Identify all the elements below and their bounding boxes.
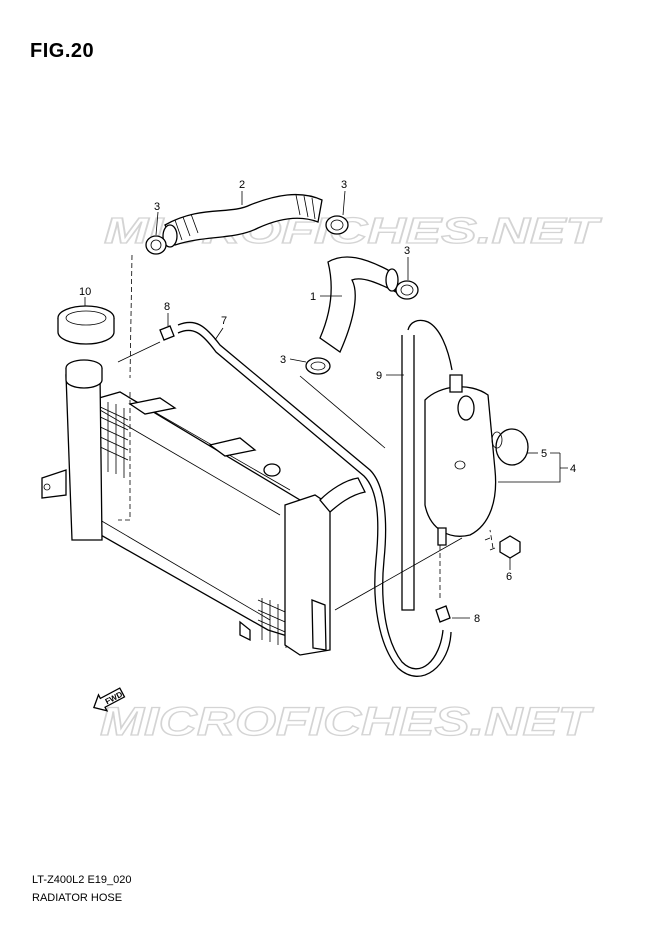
callout-8-b: 8 — [474, 613, 480, 625]
callout-2: 2 — [239, 179, 245, 191]
clip-8-b — [435, 605, 451, 623]
callout-9: 9 — [376, 370, 382, 382]
callout-3-c: 3 — [404, 245, 410, 257]
clamp-3-a — [145, 235, 167, 255]
hose-2 — [162, 193, 323, 248]
reservoir-cap — [457, 395, 529, 466]
hose-1 — [319, 256, 399, 353]
clip-8-a — [159, 325, 175, 341]
callout-8-a: 8 — [164, 301, 170, 313]
clamp-3-d — [305, 357, 331, 375]
hose-7 — [177, 321, 444, 670]
hose-9 — [407, 319, 453, 371]
callout-4: 4 — [570, 463, 576, 475]
callout-3-a: 3 — [341, 179, 347, 191]
callout-7: 7 — [221, 315, 227, 327]
callout-10: 10 — [79, 286, 91, 298]
callout-3-d: 3 — [280, 354, 286, 366]
clamp-3-c — [395, 280, 419, 300]
bolt — [484, 535, 521, 559]
callout-5: 5 — [541, 448, 547, 460]
figure-title: FIG.20 — [30, 40, 95, 62]
clamp-3-b — [325, 215, 349, 235]
watermark-bottom: MICROFICHES.NET — [100, 700, 595, 744]
reservoir-tank — [424, 374, 497, 546]
callout-1: 1 — [310, 291, 316, 303]
callout-3-b: 3 — [154, 201, 160, 213]
callout-6: 6 — [506, 571, 512, 583]
radiator-cap — [57, 305, 115, 345]
figure-code: LT-Z400L2 E19_020 — [32, 874, 132, 886]
radiator — [41, 359, 366, 656]
figure-name: RADIATOR HOSE — [32, 892, 123, 904]
